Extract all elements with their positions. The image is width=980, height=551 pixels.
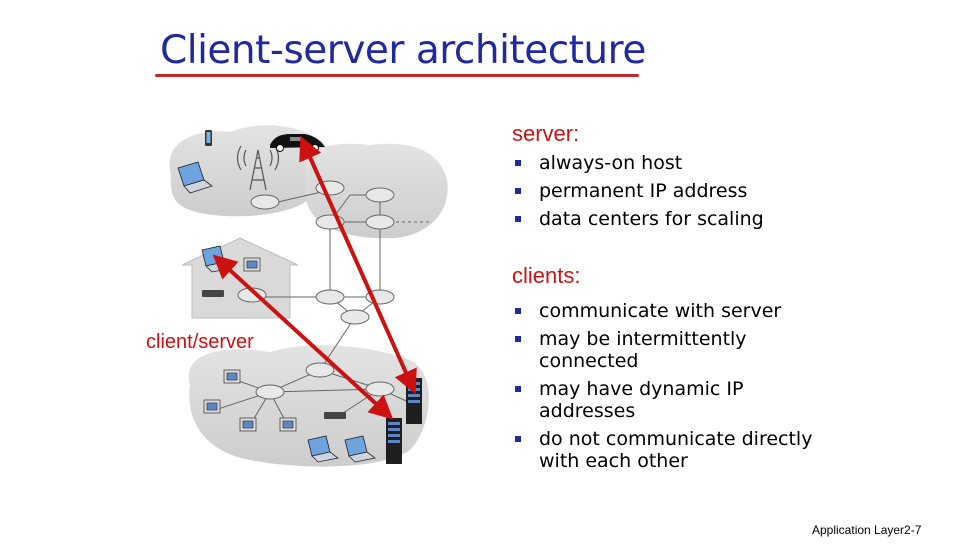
server-bullet-list: always-on host permanent IP address data… (512, 152, 764, 236)
clients-bullet: communicate with server (512, 300, 842, 322)
client-server-label: client/server (146, 331, 254, 353)
clients-bullet-list: communicate with server may be intermitt… (512, 300, 842, 478)
cell-tower-icon (236, 145, 280, 191)
clients-heading: clients: (512, 263, 581, 288)
clients-bullet: do not communicate directly with each ot… (512, 428, 842, 472)
slide-title: Client-server architecture (160, 28, 646, 73)
mobile-network-cloud (169, 125, 329, 217)
clients-bullet: may have dynamic IP addresses (512, 378, 842, 422)
slide-footer: Application Layer2-7 (812, 523, 922, 537)
network-diagram (169, 125, 448, 467)
server-bullet: always-on host (512, 152, 764, 174)
server-bullet: data centers for scaling (512, 208, 764, 230)
server-heading: server: (512, 121, 580, 146)
smartphone-icon (205, 130, 212, 146)
title-underline (155, 74, 639, 77)
server-bullet: permanent IP address (512, 180, 764, 202)
client-server-arrows (212, 135, 417, 420)
clients-bullet: may be intermittently connected (512, 328, 842, 372)
